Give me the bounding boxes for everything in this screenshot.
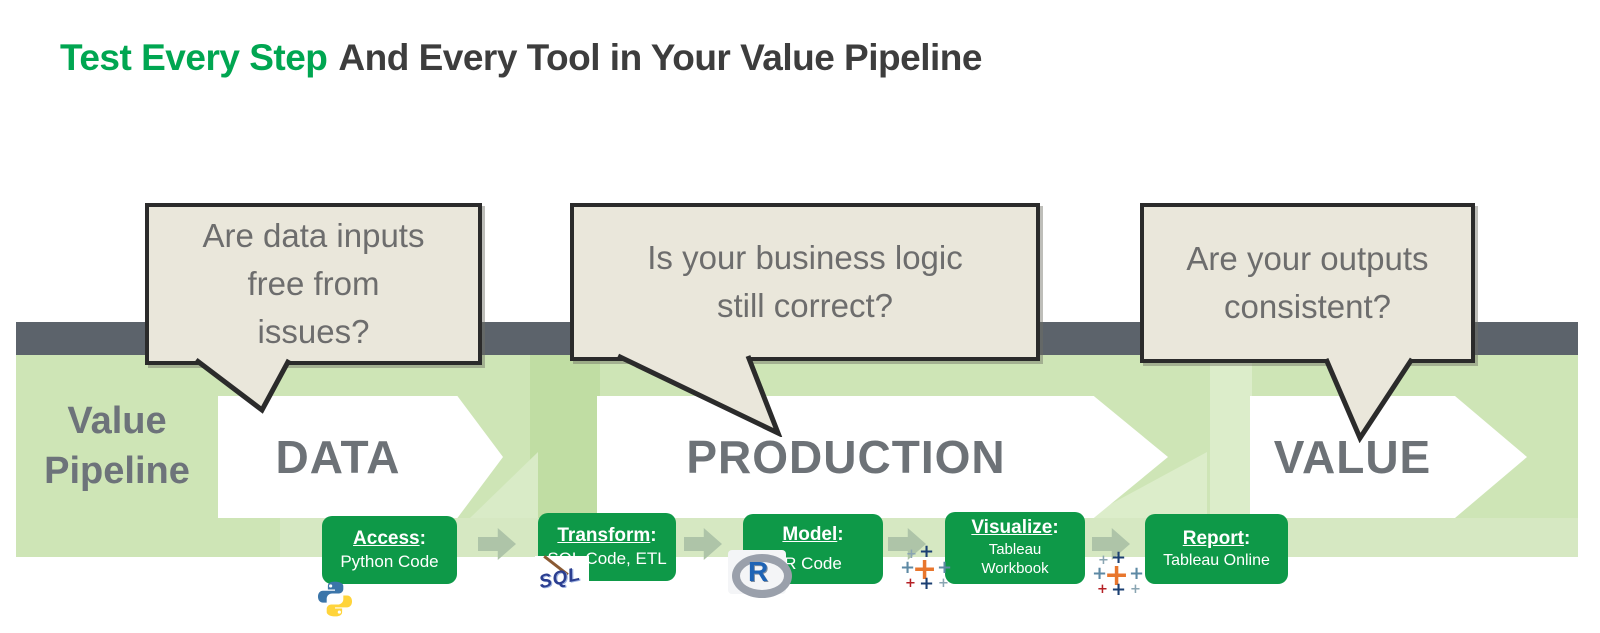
tool-step-label: Report: bbox=[1147, 528, 1286, 550]
tool-detail: Tableau Workbook bbox=[981, 541, 1049, 577]
bubble-line: Are data inputs bbox=[202, 217, 425, 255]
speech-bubble-tail bbox=[1323, 357, 1415, 443]
tableau-plus: + bbox=[905, 576, 916, 591]
tableau-plus: + bbox=[912, 552, 938, 587]
bubble-line: Is your business logic bbox=[647, 239, 963, 277]
stage-chevron-value: VALUE bbox=[1250, 396, 1527, 518]
speech-bubble-data: Are data inputs free from issues? bbox=[145, 203, 482, 365]
speech-bubble-value: Are your outputs consistent? bbox=[1140, 203, 1475, 363]
tool-box-access: Access: Python Code bbox=[322, 516, 457, 584]
tableau-plus: + bbox=[1129, 563, 1145, 584]
tableau-icon: + + + + + + + + bbox=[1092, 547, 1145, 604]
bubble-line: issues? bbox=[257, 312, 370, 350]
tool-step-label: Visualize: bbox=[947, 517, 1083, 539]
tableau-plus: + bbox=[900, 557, 916, 578]
tool-step-label: Transform: bbox=[540, 525, 674, 547]
tableau-icon: + + + + + + + + bbox=[900, 541, 953, 598]
stage-label-production: PRODUCTION bbox=[686, 431, 1006, 483]
tool-detail: R Code bbox=[784, 554, 842, 573]
tableau-plus: + bbox=[919, 573, 935, 594]
tool-detail: Tableau Online bbox=[1163, 552, 1270, 569]
tool-step-name: Model bbox=[782, 524, 838, 545]
value-pipeline-label: Value Pipeline bbox=[16, 396, 218, 496]
colon: : bbox=[1052, 517, 1059, 539]
tableau-plus: + bbox=[1111, 579, 1127, 600]
stage-chevron-production: PRODUCTION bbox=[597, 396, 1168, 518]
colon: : bbox=[650, 525, 657, 546]
value-pipeline-label-line1: Value bbox=[67, 400, 167, 442]
tableau-plus: + bbox=[937, 557, 953, 578]
speech-bubble-tail bbox=[616, 353, 783, 437]
tableau-plus: + bbox=[906, 547, 917, 562]
stage-chevron-data: DATA bbox=[218, 396, 503, 518]
bubble-line: consistent? bbox=[1224, 288, 1391, 325]
title-rest: And Every Tool in Your Value Pipeline bbox=[338, 36, 982, 78]
tableau-plus: + bbox=[1097, 582, 1108, 597]
stage-label-value: VALUE bbox=[1273, 431, 1432, 483]
speech-bubble-tail bbox=[194, 358, 292, 414]
tool-step-label: Access: bbox=[324, 528, 455, 550]
tableau-plus: + bbox=[1130, 582, 1141, 597]
tableau-plus: + bbox=[1098, 553, 1109, 568]
tableau-plus: + bbox=[1092, 563, 1108, 584]
tool-box-visualize: Visualize: Tableau Workbook bbox=[945, 512, 1085, 584]
tool-step-name: Access bbox=[353, 528, 420, 549]
tool-step-label: Model: bbox=[745, 524, 881, 546]
sql-icon: SQL bbox=[535, 555, 589, 602]
title-highlight: Test Every Step bbox=[60, 36, 328, 78]
speech-bubble-production: Is your business logic still correct? bbox=[570, 203, 1040, 361]
colon: : bbox=[1243, 528, 1251, 549]
r-logo-icon: R bbox=[728, 550, 792, 598]
value-pipeline-label-line2: Pipeline bbox=[44, 450, 190, 493]
bubble-line: still correct? bbox=[716, 287, 894, 324]
colon: : bbox=[419, 528, 426, 549]
bubble-line: free from bbox=[247, 265, 380, 303]
sql-icon-text: SQL bbox=[537, 563, 583, 594]
colon: : bbox=[837, 524, 844, 545]
tableau-plus: + bbox=[1104, 558, 1130, 593]
python-icon bbox=[317, 581, 353, 617]
tableau-plus: + bbox=[1111, 547, 1127, 568]
tool-step-name: Visualize bbox=[971, 517, 1053, 539]
tableau-plus: + bbox=[919, 541, 935, 562]
tableau-plus: + bbox=[938, 576, 949, 591]
r-logo-letter: R bbox=[748, 556, 769, 587]
stage-label-data: DATA bbox=[275, 431, 401, 483]
tool-step-name: Transform bbox=[557, 525, 651, 546]
bubble-line: Are your outputs bbox=[1186, 240, 1429, 278]
tool-step-name: Report bbox=[1182, 528, 1244, 549]
tool-box-report: Report: Tableau Online bbox=[1145, 514, 1288, 584]
tool-detail: Python Code bbox=[340, 552, 439, 571]
r-logo-ring bbox=[732, 554, 792, 598]
